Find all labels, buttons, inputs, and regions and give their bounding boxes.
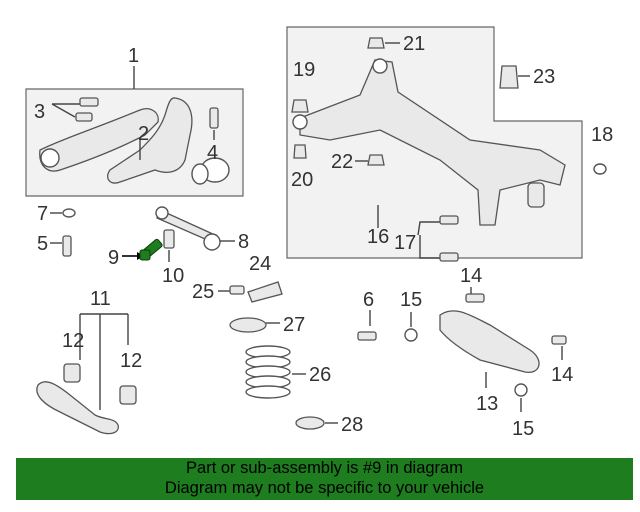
callout-7: 7 [37,203,48,225]
callout-16: 16 [367,226,389,248]
callout-14b: 14 [551,364,573,386]
callout-9: 9 [108,247,119,269]
insulator-28 [295,416,325,430]
spring-seat-27 [229,317,267,333]
info-banner: Part or sub-assembly is #9 in diagram Di… [16,458,633,500]
callout-10: 10 [162,265,184,287]
callout-22: 22 [331,151,353,173]
trailing-arm [39,108,159,172]
callout-20: 20 [291,169,313,191]
bushing-20 [293,144,307,159]
callout-21: 21 [403,33,425,55]
callout-3: 3 [34,101,45,123]
callout-12a: 12 [62,330,84,352]
subframe [299,59,566,226]
callout-19: 19 [293,59,315,81]
callout-24: 24 [249,253,271,275]
nut-21 [367,37,385,49]
callout-6: 6 [363,289,374,311]
callout-5: 5 [37,233,48,255]
callout-26: 26 [309,364,331,386]
callout-15b: 15 [512,418,534,440]
callout-4: 4 [207,142,218,164]
bushing-19 [291,99,309,113]
callout-28: 28 [341,414,363,436]
nut-22 [367,154,385,166]
callout-11: 11 [90,288,111,310]
callout-17: 17 [394,232,416,254]
bracket-24 [247,281,283,303]
callout-13: 13 [476,393,498,415]
bumper-23 [499,65,519,89]
coil-spring [245,345,291,399]
callout-18: 18 [591,124,613,146]
callout-12b: 12 [120,350,142,372]
banner-line-2: Diagram may not be specific to your vehi… [164,479,485,497]
callout-15a: 15 [400,289,422,311]
callout-14a: 14 [460,265,482,287]
lower-arm [439,310,540,373]
washer-10 [163,229,175,249]
callout-27: 27 [283,314,305,336]
lateral-arm [36,381,119,435]
callout-1: 1 [128,45,139,67]
callout-23: 23 [533,66,555,88]
callout-25: 25 [192,281,214,303]
knuckle [106,97,193,184]
banner-line-1: Part or sub-assembly is #9 in diagram [186,459,463,477]
bolt-9-highlighted[interactable] [139,238,163,261]
callout-8: 8 [238,231,249,253]
callout-2: 2 [138,123,149,145]
